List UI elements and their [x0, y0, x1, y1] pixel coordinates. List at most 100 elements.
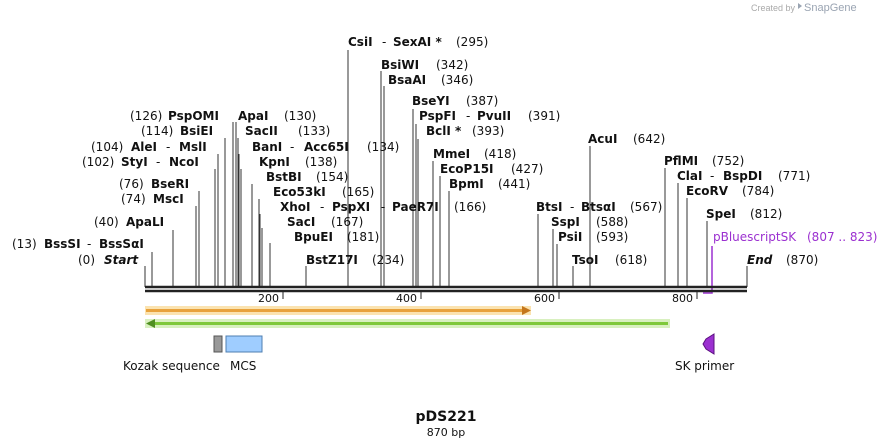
site-name: PspFI: [419, 109, 456, 123]
site-pos: (134): [367, 140, 399, 154]
site-pos: (588): [596, 215, 628, 229]
site-name: ClaI: [677, 169, 702, 183]
site-isoschizomer: SexAI *: [393, 35, 442, 49]
site-name: SpeI: [706, 207, 736, 221]
svg-text:-: -: [87, 237, 91, 251]
site-pos: (114): [141, 124, 173, 138]
site-pos: (130): [284, 109, 316, 123]
site-pos: (126): [130, 109, 162, 123]
site-name: ApaI: [238, 109, 268, 123]
site-pos: (567): [630, 200, 662, 214]
green-orf-arrow: [145, 319, 670, 328]
site-pos: (387): [466, 94, 498, 108]
site-name: BpmI: [449, 177, 484, 191]
mcs-label: MCS: [230, 359, 256, 373]
site-pos: (441): [498, 177, 530, 191]
site-pos: (391): [528, 109, 560, 123]
site-isoschizomer: PaeR7I: [392, 200, 439, 214]
kozak-feature: [213, 335, 223, 353]
site-pos: (13): [12, 237, 37, 251]
site-name: MscI: [153, 192, 184, 206]
site-pos: (642): [633, 132, 665, 146]
site-name: KpnI: [259, 155, 290, 169]
sk-primer-label: SK primer: [675, 359, 734, 373]
ruler-label: 200: [258, 292, 279, 305]
site-name: SspI: [551, 215, 580, 229]
site-name-start: Start: [104, 253, 139, 267]
site-name: BpuEI: [294, 230, 333, 244]
snapgene-logo-icon: [798, 3, 802, 9]
primer-range: (807 .. 823): [807, 230, 877, 244]
site-name: StyI: [121, 155, 148, 169]
svg-text:-: -: [710, 169, 714, 183]
primer-label: pBluescriptSK: [713, 230, 797, 244]
site-pos: (618): [615, 253, 647, 267]
snapgene-watermark: Created by SnapGene: [751, 2, 857, 14]
site-name: AleI: [131, 140, 157, 154]
site-pos: (104): [91, 140, 123, 154]
site-name: EcoRV: [686, 184, 729, 198]
orf-arrowhead: [146, 319, 155, 328]
site-pos: (812): [750, 207, 782, 221]
site-name: BanI: [252, 140, 282, 154]
site-name: BsiWI: [381, 58, 419, 72]
svg-text:-: -: [320, 200, 324, 214]
site-name: SacI: [287, 215, 315, 229]
site-name: AcuI: [588, 132, 617, 146]
ruler-label: 800: [672, 292, 693, 305]
site-name: BseYI: [412, 94, 450, 108]
site-pos: (870): [786, 253, 818, 267]
orf-arrowhead: [522, 306, 531, 315]
site-pos: (167): [331, 215, 363, 229]
site-pos: (427): [511, 162, 543, 176]
site-name: PsiI: [558, 230, 582, 244]
site-name: EcoP15I: [440, 162, 494, 176]
primer-bracket: [703, 246, 713, 294]
site-pos: (342): [436, 58, 468, 72]
site-isoschizomer: MslI: [179, 140, 207, 154]
site-pos: (138): [305, 155, 337, 169]
site-pos: (40): [94, 215, 119, 229]
site-name: BclI *: [426, 124, 462, 138]
site-pos: (0): [78, 253, 95, 267]
ruler: 200 400 600 800: [258, 291, 698, 305]
site-name: Eco53kI: [273, 185, 326, 199]
site-isoschizomer: BspDI: [723, 169, 762, 183]
site-isoschizomer: NcoI: [169, 155, 199, 169]
site-name: BtsI: [536, 200, 563, 214]
site-pos: (133): [298, 124, 330, 138]
site-pos: (393): [472, 124, 504, 138]
site-name: ApaLI: [126, 215, 164, 229]
site-pos: (771): [778, 169, 810, 183]
site-pos: (752): [712, 154, 744, 168]
svg-text:-: -: [570, 200, 574, 214]
watermark-prefix: Created by: [751, 3, 796, 13]
site-pos: (76): [119, 177, 144, 191]
site-name: BsaAI: [388, 73, 426, 87]
site-name: TsoI: [572, 253, 598, 267]
site-name: PflMI: [664, 154, 698, 168]
mcs-feature: [225, 335, 263, 353]
site-pos: (295): [456, 35, 488, 49]
site-isoschizomer: Acc65I: [304, 140, 349, 154]
plasmid-name: pDS221: [416, 409, 477, 425]
dna-backbone: [145, 285, 747, 293]
svg-text:-: -: [381, 200, 385, 214]
site-name: CsiI: [348, 35, 373, 49]
site-isoschizomer: BtsαI: [581, 200, 616, 214]
watermark-name: SnapGene: [804, 2, 857, 14]
cut-site-lines: [144, 50, 748, 287]
site-pos: (346): [441, 73, 473, 87]
site-name-end: End: [747, 253, 773, 267]
kozak-label: Kozak sequence: [123, 359, 220, 373]
svg-text:-: -: [166, 140, 170, 154]
site-pos: (102): [82, 155, 114, 169]
site-pos: (154): [316, 170, 348, 184]
svg-text:-: -: [156, 155, 160, 169]
site-pos: (74): [121, 192, 146, 206]
site-pos: (165): [342, 185, 374, 199]
plasmid-length: 870 bp: [427, 426, 465, 439]
site-name: BssSI: [44, 237, 81, 251]
ruler-label: 600: [534, 292, 555, 305]
